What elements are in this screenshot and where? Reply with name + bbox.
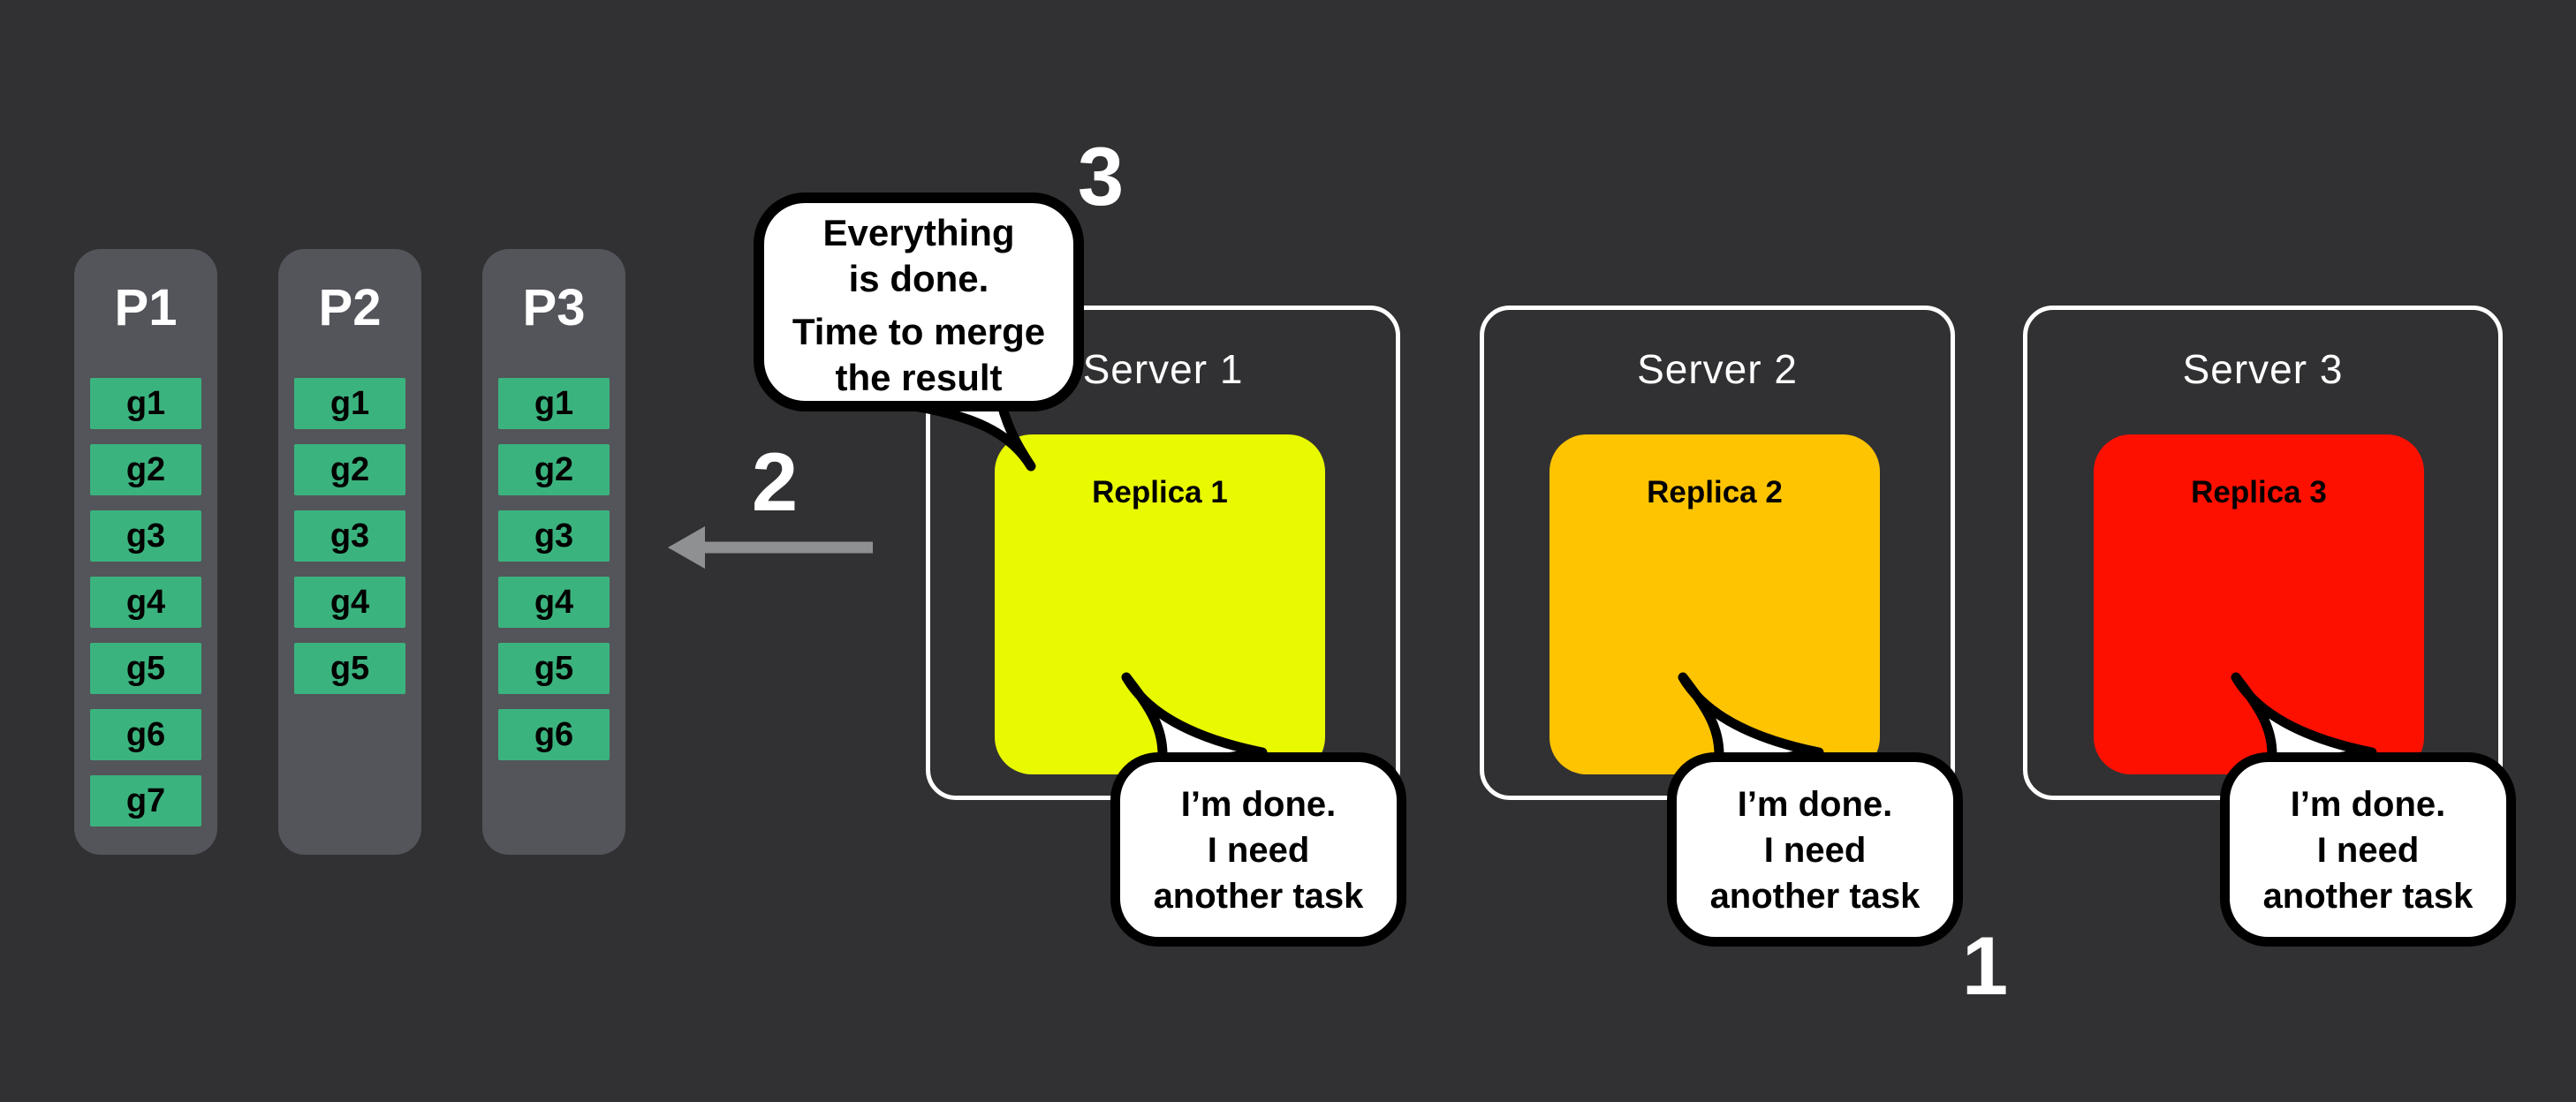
bubble-line: Everything xyxy=(822,212,1015,253)
bubble-line: another task xyxy=(1153,877,1364,916)
speech-tail-icon xyxy=(1678,672,1824,773)
task-chip: g3 xyxy=(498,510,610,562)
task-chip: g4 xyxy=(90,577,201,628)
worker-speech-bubble-1: I’m done. I need another task xyxy=(1110,752,1406,947)
bubble-line: I’m done. xyxy=(2290,785,2446,824)
task-chip: g3 xyxy=(294,510,405,562)
task-chip: g2 xyxy=(90,444,201,495)
bubble-line: I need xyxy=(1207,831,1310,870)
partition-label: P1 xyxy=(114,279,178,336)
speech-tail-icon xyxy=(2231,672,2377,773)
step-2-number: 2 xyxy=(751,435,799,528)
step-1-number: 1 xyxy=(1961,919,2009,1012)
bubble-line: I’m done. xyxy=(1180,785,1337,824)
task-chip: g6 xyxy=(498,709,610,760)
speech-tail-icon xyxy=(1121,672,1268,773)
replica-label: Replica 1 xyxy=(1092,475,1228,509)
partition-p3: P3 g1 g2 g3 g4 g5 g6 xyxy=(482,249,625,855)
partition-p1: P1 g1 g2 g3 g4 g5 g6 g7 xyxy=(74,249,217,855)
step-3-number: 3 xyxy=(1077,130,1125,223)
task-chip: g4 xyxy=(498,577,610,628)
bubble-line: the result xyxy=(835,357,1003,398)
task-chip: g7 xyxy=(90,775,201,826)
replica-label: Replica 3 xyxy=(2191,475,2327,509)
task-chip: g6 xyxy=(90,709,201,760)
task-chip: g5 xyxy=(294,643,405,694)
bubble-line: I need xyxy=(2316,831,2420,870)
partition-label: P2 xyxy=(318,279,382,336)
task-chip: g1 xyxy=(90,378,201,429)
server-label: Server 1 xyxy=(1082,346,1244,392)
bubble-line: Time to merge xyxy=(792,311,1046,352)
merge-speech-bubble: Everything is done. Time to merge the re… xyxy=(754,192,1084,411)
bubble-line: is done. xyxy=(848,258,989,299)
worker-speech-bubble-3: I’m done. I need another task xyxy=(2220,752,2516,947)
bubble-line: another task xyxy=(2262,877,2474,916)
task-chip: g1 xyxy=(294,378,405,429)
server-label: Server 3 xyxy=(2182,346,2344,392)
worker-speech-bubble-2: I’m done. I need another task xyxy=(1667,752,1963,947)
task-chip: g1 xyxy=(498,378,610,429)
task-list: g1 g2 g3 g4 g5 g6 g7 xyxy=(74,378,217,826)
bubble-line: I’m done. xyxy=(1737,785,1893,824)
task-chip: g2 xyxy=(498,444,610,495)
bubble-line: another task xyxy=(1709,877,1921,916)
partition-p2: P2 g1 g2 g3 g4 g5 xyxy=(278,249,421,855)
merge-arrow-left-icon xyxy=(668,526,873,569)
server-label: Server 2 xyxy=(1637,346,1798,392)
replica-label: Replica 2 xyxy=(1647,475,1783,509)
bubble-line: I need xyxy=(1763,831,1867,870)
task-chip: g4 xyxy=(294,577,405,628)
task-chip: g2 xyxy=(294,444,405,495)
task-list: g1 g2 g3 g4 g5 g6 xyxy=(482,378,625,760)
task-chip: g5 xyxy=(498,643,610,694)
partition-label: P3 xyxy=(522,279,586,336)
task-list: g1 g2 g3 g4 g5 xyxy=(278,378,421,694)
task-chip: g5 xyxy=(90,643,201,694)
task-chip: g3 xyxy=(90,510,201,562)
